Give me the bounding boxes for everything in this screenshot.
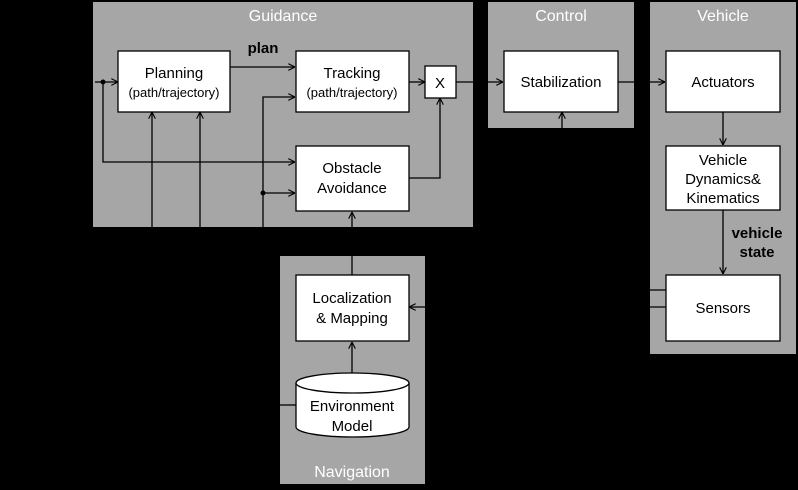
guidance-panel bbox=[93, 2, 473, 227]
stabilization-label: Stabilization bbox=[521, 74, 602, 91]
localization-label-1: Localization bbox=[312, 290, 391, 307]
planning-sublabel: (path/trajectory) bbox=[128, 85, 219, 100]
arrow-obstacle-multiply bbox=[409, 98, 440, 179]
localization-label-2: & Mapping bbox=[316, 310, 388, 327]
tracking-block bbox=[295, 50, 410, 113]
dynamics-label-2: Dynamics& bbox=[685, 171, 761, 188]
navigation-title: Navigation bbox=[314, 464, 390, 481]
control-title: Control bbox=[535, 8, 587, 25]
stabilization-block bbox=[503, 50, 619, 113]
dynamics-block bbox=[665, 145, 781, 211]
dynamics-label-1: Vehicle bbox=[699, 152, 747, 169]
tracking-label: Tracking bbox=[324, 65, 381, 82]
guidance-title: Guidance bbox=[249, 8, 318, 25]
obstacle-label-1: Obstacle bbox=[322, 160, 381, 177]
sensors-label: Sensors bbox=[695, 300, 750, 317]
vehicle-title: Vehicle bbox=[697, 8, 749, 25]
junction-dot-input bbox=[100, 79, 106, 85]
plan-label: plan bbox=[248, 40, 279, 57]
junction-dot-state bbox=[260, 190, 266, 196]
arrow-input-obstacle bbox=[102, 82, 295, 162]
connectors bbox=[95, 67, 723, 406]
dynamics-label-3: Kinematics bbox=[686, 190, 759, 207]
environment-label-1: Environment bbox=[310, 398, 395, 415]
obstacle-label-2: Avoidance bbox=[317, 180, 387, 197]
multiply-label: X bbox=[435, 75, 445, 92]
vehicle-state-label-2: state bbox=[739, 244, 774, 261]
multiply-block bbox=[424, 65, 457, 99]
sensors-block bbox=[665, 274, 781, 342]
environment-label-2: Model bbox=[332, 418, 373, 435]
arrow-state-tracking bbox=[262, 97, 295, 227]
environment-cylinder bbox=[295, 383, 410, 438]
actuators-label: Actuators bbox=[691, 74, 754, 91]
obstacle-block bbox=[295, 145, 410, 212]
tracking-sublabel: (path/trajectory) bbox=[306, 85, 397, 100]
actuators-block bbox=[665, 50, 781, 113]
planning-block bbox=[117, 50, 231, 113]
vehicle-state-label-1: vehicle bbox=[732, 225, 783, 242]
planning-label: Planning bbox=[145, 65, 203, 82]
localization-block bbox=[295, 274, 410, 342]
environment-cylinder-top bbox=[295, 372, 410, 394]
